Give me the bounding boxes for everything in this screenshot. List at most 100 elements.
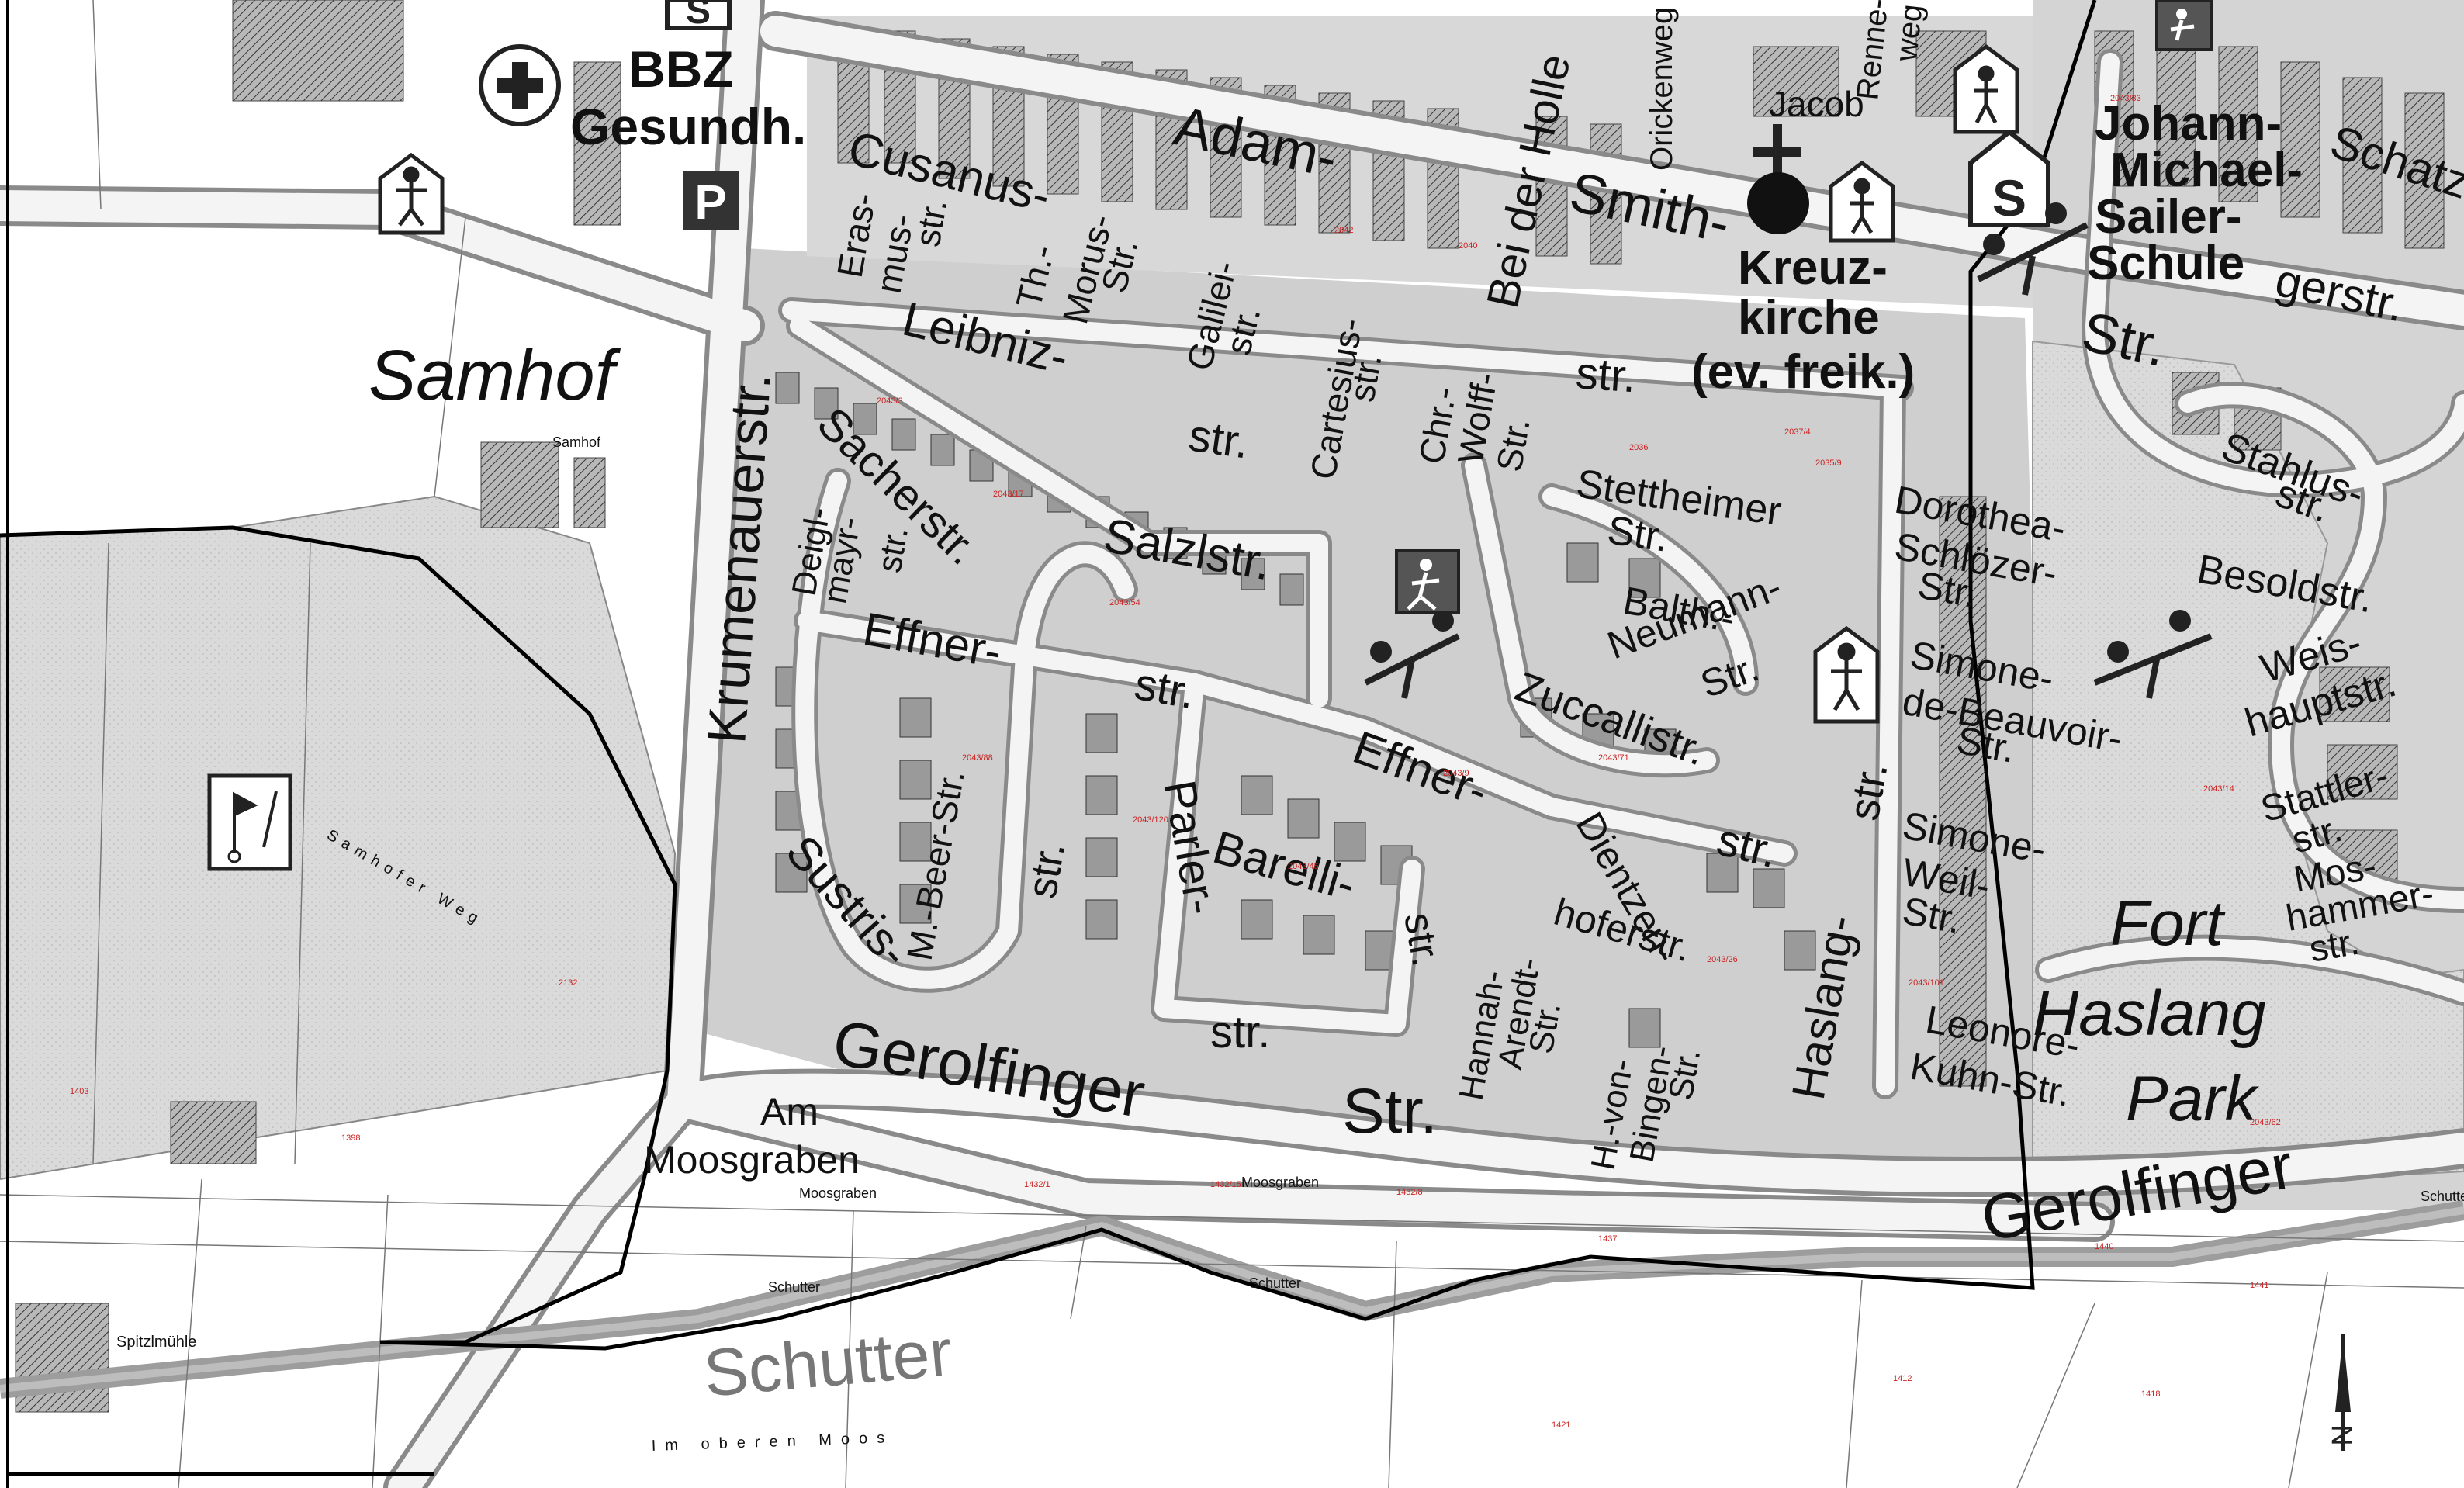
street-label-schutter-small2: Schutter	[1249, 1275, 1301, 1291]
parcel-number: 2037/4	[1784, 427, 1811, 437]
area-label-fort-2: Haslang	[2033, 978, 2266, 1049]
golf-icon	[207, 773, 292, 871]
parcel-number: 1440	[2095, 1242, 2113, 1251]
street-label-barelli-str2: str.	[1210, 1007, 1270, 1057]
river-schutter-center	[0, 1206, 2464, 1393]
school-label: S	[686, 0, 711, 32]
area-label-fort-1: Fort	[2110, 888, 2226, 959]
street-label-erasmus-3: str.	[907, 196, 955, 249]
playground-icon-4	[1953, 43, 2019, 134]
area-label-kirche-3: (ev. freik.)	[1691, 345, 1915, 399]
parcel-number: 1432/8	[1396, 1188, 1423, 1197]
parcel-number: 1398	[341, 1133, 360, 1143]
parcel-number: 2043/26	[1707, 955, 1738, 964]
parcel-number: 2035/9	[1815, 459, 1842, 468]
north-label: N	[2327, 1424, 2359, 1445]
street-label-schutter-small: Schutter	[768, 1279, 820, 1295]
area-label-schule-1: Johann-	[2095, 97, 2282, 151]
parcel-number: 2043/3	[877, 396, 903, 406]
street-label-moosgraben-small: Moosgraben	[799, 1185, 877, 1201]
street-label-haslang-str: str.	[1839, 759, 1897, 824]
parcel-number: 2043/71	[1598, 753, 1629, 763]
street-label-stettheimer-2: Str.	[1604, 507, 1670, 560]
area-label-fort-3: Park	[2126, 1064, 2260, 1134]
parcel-number: 1432/1	[1024, 1180, 1050, 1189]
street-label-renne-2: weg	[1889, 2, 1929, 64]
hospital-symbol	[479, 44, 561, 126]
street-label-moosgraben-small2: Moosgraben	[1241, 1175, 1319, 1190]
area-label-am-1: Am	[760, 1090, 818, 1133]
street-label-effner-2: str.	[1131, 659, 1199, 718]
parcel-number: 1403	[70, 1087, 88, 1096]
golf-course-area	[0, 495, 677, 1181]
area-label-schule-3: Sailer-	[2095, 190, 2242, 244]
street-label-leibniz-2: str.	[1185, 410, 1252, 469]
parcel-number: 2043/120	[1133, 815, 1168, 825]
parcel-number: 2043/14	[2203, 784, 2234, 794]
parcel-number: 2043/88	[962, 753, 993, 763]
parking-symbol: P	[683, 171, 739, 230]
parcel-number: 2043/33	[2110, 94, 2141, 103]
playground-icon	[378, 152, 445, 235]
playground-icon-3	[1829, 160, 1895, 243]
street-label-hannah-3: Str.	[1522, 999, 1569, 1057]
parcel-number: 2043/45	[1288, 862, 1319, 871]
street-label-hildegard-3: Str.	[1662, 1046, 1708, 1103]
street-label-cartesius-2: str.	[1341, 351, 1389, 404]
parking-label: P	[694, 176, 726, 230]
street-label-deigl-3: str.	[870, 524, 915, 575]
street-label-wolff-3: Str.	[1489, 415, 1538, 475]
parcel-number: 2043/54	[1109, 598, 1140, 607]
parcel-number: 1418	[2141, 1389, 2160, 1399]
parcel-number: 1441	[2250, 1281, 2268, 1290]
seesaw-icon-3	[1977, 202, 2089, 296]
area-label-kirche-2: kirche	[1738, 291, 1880, 344]
street-label-mos-3: str.	[2307, 922, 2362, 971]
street-label-sustris-str: str.	[1019, 839, 1075, 901]
street-label-beauvoir-3: Str.	[1954, 718, 2019, 771]
street-label-weil-3: Str.	[1899, 889, 1964, 942]
area-label-bbz-2: Gesundh.	[570, 98, 806, 155]
area-label-spitzlmuehle: Spitzlmühle	[116, 1334, 196, 1351]
street-label-dorothea-3: Str.	[1915, 563, 1980, 616]
street-label-orickenweg: Orickenweg	[1645, 7, 1679, 171]
area-label-jacob: Jacob	[1769, 84, 1864, 124]
playground-icon-2	[1813, 625, 1880, 724]
street-label-cusanus-2: str.	[1574, 348, 1638, 402]
parcel-number: 1432/15	[1210, 1180, 1241, 1189]
school-symbol-2: S	[1968, 129, 2050, 227]
area-label-samhof: Samhof	[369, 336, 621, 415]
parcel-number: 1437	[1598, 1234, 1617, 1244]
school-symbol: S	[665, 0, 732, 32]
north-arrow-icon: N	[2327, 1334, 2359, 1451]
sports-field-icon-2	[2155, 0, 2213, 51]
church-icon	[1747, 124, 1809, 234]
area-label-samhof-small: Samhof	[552, 434, 601, 450]
parcel-number: 2043/101	[1909, 978, 1944, 988]
parcel-number: 2132	[559, 978, 577, 988]
area-label-am-2: Moosgraben	[644, 1138, 860, 1182]
street-label-barelli-str: str.	[1395, 909, 1448, 970]
school-label-2: S	[1992, 169, 2026, 227]
street-label-schutter-small3: Schutter	[2421, 1189, 2464, 1204]
parcel-number: 2043/17	[993, 490, 1024, 499]
map-frame	[6, 0, 434, 1488]
street-label-gerolfinger-2: Str.	[1342, 1076, 1438, 1147]
area-label-schule-2: Michael-	[2110, 144, 2303, 197]
seesaw-icon	[1364, 610, 1460, 699]
area-label-bbz-1: BBZ	[628, 40, 734, 98]
sports-field-icon	[1395, 549, 1460, 614]
parcel-number: 2036	[1629, 443, 1648, 452]
parcel-number-layer: 2043/3 2043/17 2043/54 2043/88 2043/120 …	[70, 94, 2281, 1430]
parcel-number: 2043/9	[1443, 769, 1469, 778]
parcel-number: 2042	[1334, 226, 1353, 235]
area-label-schule-4: Schule	[2087, 237, 2244, 290]
parcel-number: 2043/62	[2250, 1118, 2281, 1127]
parcel-number: 2040	[1459, 241, 1477, 251]
parcel-number: 1412	[1893, 1374, 1912, 1383]
planning-boundary	[0, 0, 2097, 1351]
area-label-kirche-1: Kreuz-	[1738, 241, 1888, 295]
